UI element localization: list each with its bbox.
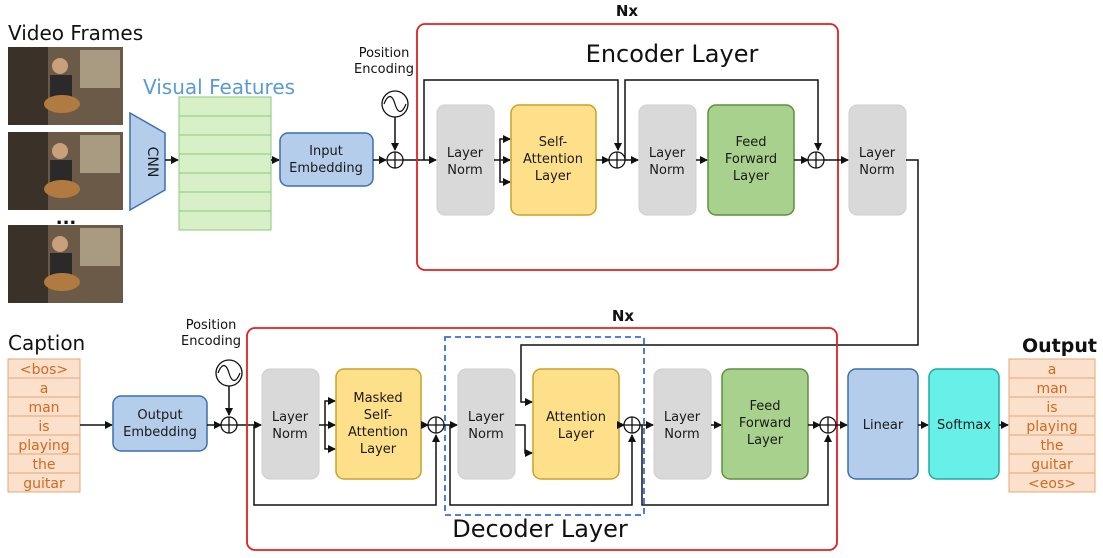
- encoder-self-attention-block: Self- Attention Layer: [510, 104, 597, 216]
- decoder-layer-norm-3: Layer Norm: [653, 368, 712, 480]
- position-encoding-top-icon: [381, 90, 409, 118]
- decoder-nx-frame: [246, 327, 838, 551]
- decoder-cross-attention-dashed-frame: [444, 336, 645, 516]
- dec-ln2-line2: Norm: [468, 427, 503, 442]
- add-node-encoder-2: [807, 151, 825, 169]
- caption-word-7: guitar: [23, 476, 65, 492]
- cnn-block: CNN: [129, 111, 166, 212]
- position-encoding-top-line1: Position: [359, 46, 410, 61]
- dec-msa-line3: Attention: [348, 425, 408, 440]
- encoder-layer-norm-1: Layer Norm: [436, 104, 495, 216]
- output-embedding-line1: Output: [137, 408, 182, 423]
- linear-label: Linear: [863, 418, 904, 433]
- decoder-layer-norm-2: Layer Norm: [457, 368, 516, 480]
- output-title: Output: [1022, 335, 1097, 357]
- enc-ln2-line1: Layer: [649, 146, 686, 161]
- video-frame-2: [8, 132, 123, 210]
- caption-word-1: <bos>: [20, 362, 68, 378]
- enc-sa-line3: Layer: [535, 169, 572, 184]
- dec-ln1-line2: Norm: [272, 427, 307, 442]
- decoder-masked-self-attention-block: Masked Self- Attention Layer: [335, 368, 422, 480]
- video-frames-title: Video Frames: [8, 21, 143, 45]
- enc-ff-line3: Layer: [733, 169, 770, 184]
- encoder-feed-forward-block: Feed Forward Layer: [707, 104, 795, 216]
- add-node-decoder-3: [819, 416, 837, 434]
- output-word-2: man: [1036, 381, 1067, 397]
- dec-ln2-line1: Layer: [468, 410, 505, 425]
- dec-att-line2: Layer: [558, 427, 595, 442]
- dec-msa-line1: Masked: [353, 391, 402, 406]
- softmax-block: Softmax: [928, 368, 1000, 480]
- output-token-list: a man is playing the guitar <eos>: [1008, 358, 1096, 493]
- decoder-nx-label: Nx: [612, 307, 635, 325]
- position-encoding-bottom-line1: Position: [186, 318, 237, 333]
- dec-msa-line4: Layer: [360, 442, 397, 457]
- add-node-decoder-2: [623, 416, 641, 434]
- encoder-nx-frame: [416, 23, 839, 271]
- encoder-final-layer-norm: Layer Norm: [848, 104, 907, 216]
- position-encoding-bottom-icon: [215, 359, 243, 387]
- caption-title: Caption: [8, 331, 85, 355]
- decoder-layer-title: Decoder Layer: [452, 515, 628, 543]
- output-word-6: guitar: [1031, 457, 1073, 473]
- output-word-5: the: [1041, 438, 1064, 454]
- add-node-decoder-1: [427, 416, 445, 434]
- enc-ff-line1: Feed: [735, 135, 766, 150]
- encoder-nx-label: Nx: [616, 2, 639, 20]
- caption-word-2: a: [40, 381, 49, 397]
- dec-ff-line1: Feed: [749, 399, 780, 414]
- input-embedding-line1: Input: [309, 144, 343, 159]
- encoder-layer-norm-2: Layer Norm: [638, 104, 697, 216]
- caption-word-5: playing: [18, 438, 69, 454]
- output-word-4: playing: [1026, 419, 1077, 435]
- input-embedding-line2: Embedding: [289, 161, 363, 176]
- visual-features-stack: [178, 96, 272, 231]
- position-encoding-top-line2: Encoding: [354, 62, 414, 77]
- enc-sa-line2: Attention: [523, 152, 583, 167]
- dec-ln3-line1: Layer: [664, 410, 701, 425]
- output-embedding-block: Output Embedding: [112, 395, 208, 452]
- enc-sa-line1: Self-: [539, 135, 568, 150]
- decoder-feed-forward-block: Feed Forward Layer: [721, 368, 809, 480]
- dec-msa-line2: Self-: [364, 408, 393, 423]
- enc-final-ln-line2: Norm: [859, 163, 894, 178]
- decoder-attention-block: Attention Layer: [532, 368, 620, 480]
- enc-ln2-line2: Norm: [649, 163, 684, 178]
- enc-ff-line2: Forward: [725, 152, 777, 167]
- video-frame-1: [8, 47, 123, 125]
- add-node-encoder-input: [386, 151, 404, 169]
- enc-ln1-line2: Norm: [447, 163, 482, 178]
- dec-ln3-line2: Norm: [664, 427, 699, 442]
- output-word-3: is: [1046, 400, 1057, 416]
- input-embedding-block: Input Embedding: [279, 132, 374, 187]
- linear-block: Linear: [847, 368, 919, 480]
- enc-ln1-line1: Layer: [447, 146, 484, 161]
- video-frame-3: [8, 225, 123, 303]
- caption-word-4: is: [38, 419, 49, 435]
- caption-word-3: man: [28, 400, 59, 416]
- cnn-label: CNN: [144, 147, 160, 178]
- enc-final-ln-line1: Layer: [859, 146, 896, 161]
- softmax-label: Softmax: [937, 418, 991, 433]
- output-embedding-line2: Embedding: [123, 425, 197, 440]
- frames-ellipsis: ...: [56, 208, 77, 229]
- dec-ln1-line1: Layer: [272, 410, 309, 425]
- caption-token-list: <bos> a man is playing the guitar: [7, 358, 81, 493]
- dec-ff-line3: Layer: [747, 433, 784, 448]
- dec-ff-line2: Forward: [739, 416, 791, 431]
- add-node-encoder-1: [608, 151, 626, 169]
- caption-word-6: the: [33, 457, 56, 473]
- encoder-layer-title: Encoder Layer: [586, 40, 759, 68]
- decoder-layer-norm-1: Layer Norm: [261, 368, 320, 480]
- output-word-7: <eos>: [1028, 476, 1076, 492]
- output-word-1: a: [1048, 362, 1057, 378]
- position-encoding-bottom-line2: Encoding: [181, 334, 241, 349]
- visual-features-title: Visual Features: [143, 75, 295, 99]
- dec-att-line1: Attention: [546, 410, 606, 425]
- add-node-decoder-input: [220, 416, 238, 434]
